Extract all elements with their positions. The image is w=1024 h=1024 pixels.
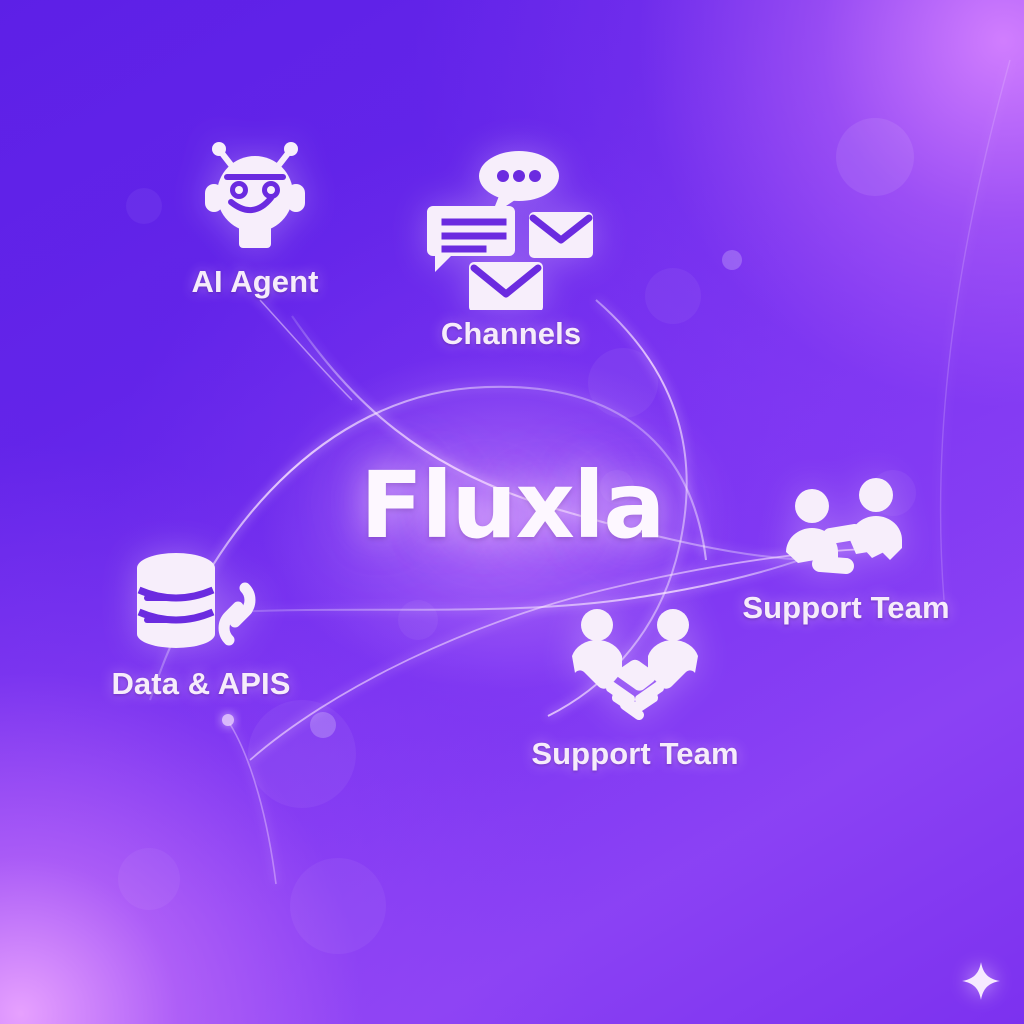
bokeh-circle [588, 348, 658, 418]
node-support-team-right[interactable]: Support Team [730, 478, 962, 626]
bokeh-circle [645, 268, 701, 324]
bokeh-circle [310, 712, 336, 738]
bokeh-circle [836, 118, 914, 196]
node-data-apis[interactable]: Data & APIS [95, 548, 307, 702]
node-label-ai-agent: AI Agent [191, 264, 319, 299]
node-label-support-team-right: Support Team [742, 590, 950, 625]
bokeh-circle [118, 848, 180, 910]
robot-head-icon [205, 142, 305, 248]
bokeh-circle [290, 858, 386, 954]
bokeh-circle [600, 470, 634, 504]
bokeh-circle [722, 250, 742, 270]
node-ai-agent[interactable]: AI Agent [155, 132, 355, 300]
node-support-team-bottom[interactable]: Support Team [520, 608, 750, 772]
bokeh-circle [248, 700, 356, 808]
four-point-sparkle-icon [962, 962, 1000, 1000]
node-label-channels: Channels [440, 316, 582, 351]
bokeh-circle [398, 600, 438, 640]
node-label-data-apis: Data & APIS [111, 666, 291, 701]
handshake-people-icon [572, 609, 698, 720]
database-and-link-icon [137, 553, 256, 648]
brand-name: Fluxla [360, 452, 665, 559]
two-people-reaching-icon [786, 478, 902, 574]
chat-bubbles-and-envelopes-icon [427, 151, 593, 310]
node-channels[interactable]: Channels [408, 150, 614, 352]
node-label-support-team-bottom: Support Team [531, 736, 739, 771]
